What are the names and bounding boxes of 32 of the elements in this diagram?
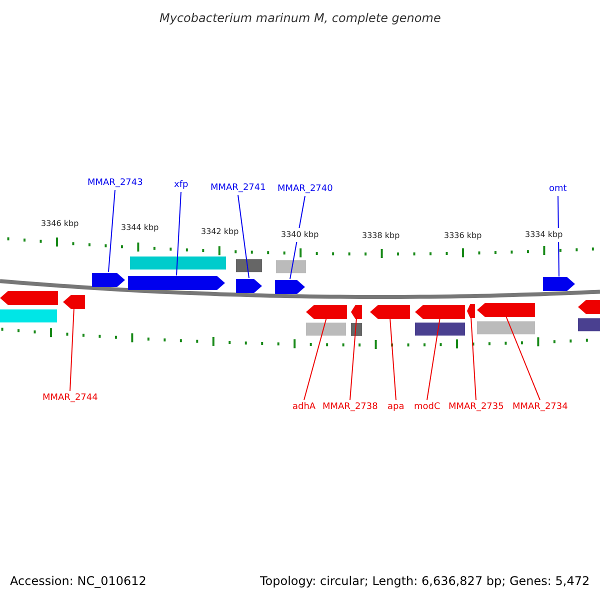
footer-note: Topology: circular; Length: 6,636,827 bp; Genes: 5,472 — [260, 574, 590, 588]
leader-line — [176, 192, 182, 276]
leader-line — [506, 316, 540, 400]
leader-line — [426, 317, 440, 400]
gene-label: MMAR_2744 — [42, 391, 98, 405]
gene-label: adhA — [292, 400, 316, 414]
scale-label: 3336 kbp — [444, 229, 482, 243]
gene-label: xfp — [174, 178, 188, 192]
scale-label: 3346 kbp — [41, 217, 79, 231]
gene-label: modC — [414, 400, 440, 414]
scale-label: 3342 kbp — [201, 225, 239, 239]
diagram-title: Mycobacterium marinum M, complete genome — [160, 11, 441, 25]
leader-line — [108, 190, 116, 272]
scale-label: 3334 kbp — [525, 228, 563, 242]
gene-label: MMAR_2738 — [322, 400, 378, 414]
leader-line — [70, 307, 74, 392]
leader-line — [390, 318, 396, 400]
gene-label: MMAR_2741 — [210, 181, 266, 195]
gene-label: MMAR_2740 — [278, 182, 333, 196]
footer-note: Accession: NC_010612 — [10, 574, 146, 588]
leader-line — [238, 194, 250, 279]
gene-label: MMAR_2735 — [448, 400, 504, 414]
scale-label: 3344 kbp — [121, 221, 159, 235]
leader-line — [350, 317, 357, 400]
gene-label: MMAR_2743 — [88, 176, 143, 190]
gene-label: MMAR_2734 — [512, 400, 568, 414]
leader-line — [470, 316, 476, 400]
leader-line — [304, 317, 327, 400]
gene-label: apa — [388, 400, 404, 414]
scale-label: 3338 kbp — [362, 229, 400, 243]
gene-label: omt — [549, 182, 567, 196]
scale-label: 3340 kbp — [281, 228, 319, 242]
